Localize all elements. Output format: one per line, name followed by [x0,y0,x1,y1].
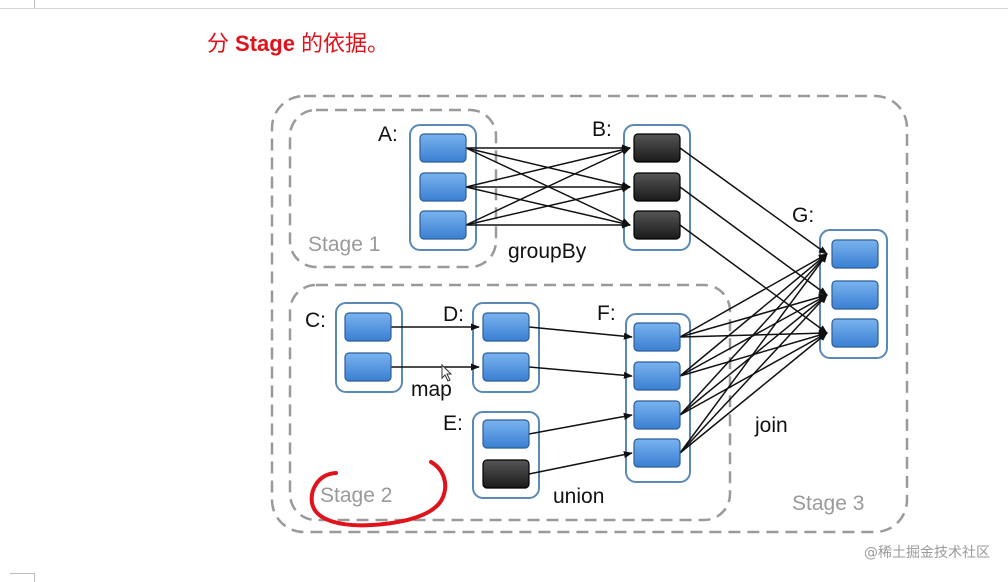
edges-map [391,323,480,371]
edges-groupby [465,144,631,229]
rdd-a-partitions [419,133,467,240]
partition-f-3 [633,400,681,430]
heading-suffix: 的依据。 [300,32,389,57]
edges-union [528,326,633,475]
stage-3-boundary [270,94,909,534]
partition-f-4 [633,438,681,468]
rdd-label-c: C: [305,309,326,332]
mouse-cursor-icon [441,363,453,382]
rdd-b-partitions [633,133,681,240]
partition-g-2 [831,280,879,310]
edges-b-to-g [679,147,828,334]
partition-g-3 [831,318,879,348]
rdd-d-partitions [482,312,530,382]
heading-keyword: Stage [235,31,295,56]
partition-d-2 [482,352,530,382]
partition-e-2 [482,459,530,489]
stage-label-2: Stage 2 [320,484,392,507]
partition-f-2 [633,361,681,391]
partition-b-1 [633,133,681,163]
rdd-label-d: D: [443,303,464,326]
stage-2-boundary [288,283,732,522]
op-label-map: map [411,378,452,401]
rdd-label-e: E: [443,412,463,435]
stage-1-boundary [288,108,498,269]
watermark: @稀土掘金技术社区 [864,545,990,561]
rdd-label-g: G: [792,204,814,227]
partition-f-1 [633,322,681,352]
rdd-label-a: A: [378,123,398,146]
rdd-e-partitions [482,419,530,489]
partition-b-2 [633,172,681,202]
page-corner-mark-bottom [10,573,35,582]
stage-label-1: Stage 1 [308,233,380,256]
rdd-g-partitions [831,239,879,348]
heading-prefix: 分 [207,32,230,57]
rdd-f-partitions [633,322,681,468]
partition-d-1 [482,312,530,342]
rdd-c-partitions [344,312,392,382]
stage-2-red-annotation [309,460,448,528]
op-label-groupby: groupBy [508,240,587,263]
rdd-label-b: B: [592,118,612,141]
stage-label-3: Stage 3 [792,492,864,515]
partition-a-2 [419,172,467,202]
partition-e-1 [482,419,530,449]
partition-g-1 [831,239,879,269]
op-label-join: join [754,414,788,437]
partition-a-3 [419,210,467,240]
edges-join [679,253,828,454]
partition-b-3 [633,210,681,240]
partition-c-1 [344,312,392,342]
op-label-union: union [553,485,604,508]
page-top-edge [0,0,1008,9]
partition-c-2 [344,352,392,382]
page-corner-mark [10,0,35,8]
partition-a-1 [419,133,467,163]
rdd-label-f: F: [597,302,616,325]
